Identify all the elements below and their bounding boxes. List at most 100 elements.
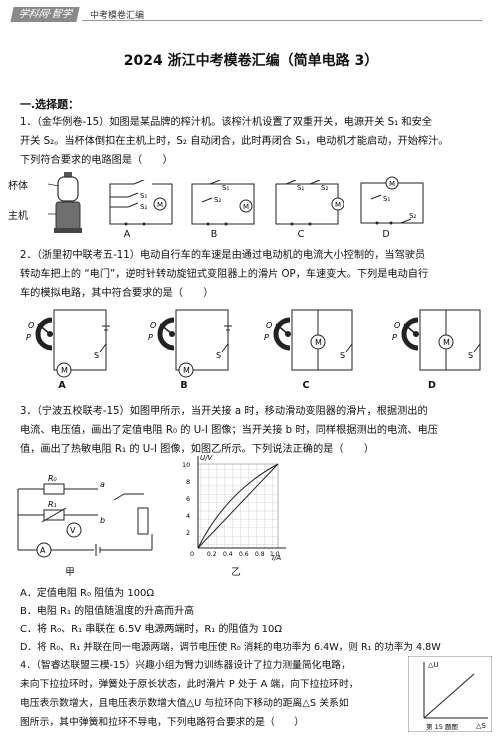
svg-text:R₀: R₀ <box>48 474 58 483</box>
q3-graph-xtick: 0.8 <box>255 551 265 558</box>
q3-option-d: D．将 R₀、R₁ 并联在同一电源两端，调节电压使 R₀ 消耗的电功率为 6.4… <box>20 642 441 653</box>
q1-line2: 开关 S₂。当杯体倒扣在主机上时，S₂ 自动闭合，此时再闭合 S₁，电动机才能启… <box>20 136 449 147</box>
svg-text:O: O <box>28 321 34 330</box>
q1-circuit-b: S₁ S₂ M <box>191 180 255 226</box>
q3-graph-xlabel: I/A <box>272 554 281 562</box>
q1-circuit-d: M S₁ S₂ <box>360 176 424 225</box>
q3-graph-yi: U/V I/A 10 8 6 4 2 0 0.2 0.4 0.6 0.8 1.0 <box>182 454 286 562</box>
svg-text:S: S <box>468 351 473 360</box>
q4-graph-ylabel: △U <box>428 661 439 669</box>
svg-text:R₁: R₁ <box>48 500 57 509</box>
svg-text:S: S <box>340 351 345 360</box>
q3-graph-ytick: 10 <box>182 461 190 469</box>
q2-option-b-label: B <box>180 380 188 391</box>
q3-graph-ytick: 2 <box>186 529 190 537</box>
q1-line3: 下列符合要求的电路图是（ ） <box>20 155 173 166</box>
q2-line3: 车的模拟电路，其中符合要求的是（ ） <box>20 288 214 299</box>
svg-text:S₁: S₁ <box>383 195 390 203</box>
svg-text:S₂: S₂ <box>321 184 328 192</box>
q2-option-a-label: A <box>58 380 66 391</box>
q3-fig-jia-label: 甲 <box>65 567 75 578</box>
svg-text:b: b <box>100 516 105 525</box>
svg-text:M: M <box>443 338 450 347</box>
q1-option-c-label: C <box>297 229 305 240</box>
q3-fig-yi-label: 乙 <box>231 567 241 578</box>
q3-graph-xtick: 0.2 <box>207 551 217 558</box>
svg-text:M: M <box>335 201 341 209</box>
q2-option-c-label: C <box>302 380 310 391</box>
q4-graph-xlabel: △S <box>476 722 486 730</box>
q1-line1: 1．（金华例卷-15）如图是某品牌的榨汁机。该榨汁机设置了双重开关，电源开关 S… <box>20 117 432 128</box>
q3-line2: 电流、电压值，画出了定值电阻 R₀ 的 U-I 图像；当开关接 b 时，同样根据… <box>20 425 438 436</box>
svg-text:M: M <box>157 201 163 209</box>
q2-circuit-b: OP M S <box>148 309 232 378</box>
cup-label: 杯体 <box>8 181 28 192</box>
svg-text:O: O <box>150 321 156 330</box>
q3-option-a: A．定值电阻 R₀ 阻值为 100Ω <box>20 588 155 599</box>
svg-text:P: P <box>148 333 153 342</box>
q1-option-b-label: B <box>210 229 218 240</box>
q1-text: 1．（金华例卷-15）如图是某品牌的榨汁机。该榨汁机设置了双重开关，电源开关 S… <box>20 113 490 170</box>
svg-text:M: M <box>315 338 322 347</box>
svg-text:S: S <box>94 351 99 360</box>
q2-line1: 2．（浙里初中联考五-11）电动自行车的车速是由通过电动机的电流大小控制的，当驾… <box>20 250 426 261</box>
q1-circuit-a: M S₁ S₂ <box>109 180 173 226</box>
q2-circuit-a: OP M S <box>26 309 110 378</box>
svg-text:S₂: S₂ <box>409 212 416 220</box>
svg-text:S₁: S₁ <box>222 184 229 192</box>
q3-graph-ytick: 6 <box>186 495 190 503</box>
svg-text:M: M <box>183 366 190 375</box>
q4-line2: 未向下拉拉环时，弹簧处于原长状态，此时滑片 P 处于 A 端，向下拉拉环时， <box>20 679 359 690</box>
q3-text: 3．（宁波五校联考-15）如图甲所示，当开关接 a 时，移动滑动变阻器的滑片，根… <box>20 402 490 459</box>
q3-line3: 值，画出了热敏电阻 R₁ 的 U-I 图像，如图乙所示。下列说法正确的是（ ） <box>20 444 375 455</box>
q3-graph-xtick: 0.6 <box>239 551 249 558</box>
q3-graph-xtick: 0.4 <box>223 551 233 558</box>
q3-line1: 3．（宁波五校联考-15）如图甲所示，当开关接 a 时，移动滑动变阻器的滑片，根… <box>20 406 428 417</box>
svg-text:O: O <box>266 321 272 330</box>
svg-text:M: M <box>61 366 68 375</box>
main-label: 主机 <box>8 211 28 222</box>
q2-text: 2．（浙里初中联考五-11）电动自行车的车速是由通过电动机的电流大小控制的，当驾… <box>20 246 490 303</box>
q2-line2: 转动车把上的 “电门”，逆时针转动旋钮式变阻器上的滑片 OP，车速变大。下列是电… <box>20 269 429 280</box>
q3-circuit-jia: R₀ R₁ a b V A <box>17 474 153 558</box>
q3-graph-xtick: 1.0 <box>270 551 280 558</box>
juicer-figure <box>47 172 82 233</box>
q1-option-d-label: D <box>382 229 390 240</box>
q2-option-d-label: D <box>428 380 436 391</box>
q3-graph-ytick: 4 <box>186 512 190 520</box>
svg-text:a: a <box>100 480 105 489</box>
svg-text:A: A <box>40 546 46 555</box>
q4-graph-caption: 第 15 题图 <box>426 722 458 731</box>
q2-circuit-d: OP M S <box>392 309 481 371</box>
svg-text:M: M <box>243 203 249 211</box>
q4-line1: 4．（智睿达联盟三模-15）兴趣小组为臂力训练器设计了拉力测量简化电路， <box>20 660 351 671</box>
header-divider <box>82 20 482 21</box>
header-subtitle: 中考模卷汇编 <box>90 11 145 21</box>
svg-text:P: P <box>26 333 31 342</box>
svg-text:P: P <box>264 333 269 342</box>
q3-option-b: B．电阻 R₁ 的阻值随温度的升高而升高 <box>20 606 195 617</box>
q3-graph-ytick: 8 <box>186 478 190 486</box>
svg-text:O: O <box>394 321 400 330</box>
svg-text:S₁: S₁ <box>140 192 147 200</box>
svg-text:M: M <box>389 180 395 188</box>
q4-line4: 图所示，其中弹簧和拉环不导电，下列电路符合要求的是（ ） <box>20 717 305 728</box>
svg-text:S₂: S₂ <box>214 196 221 204</box>
q3-option-c: C．将 R₀、R₁ 串联在 6.5V 电源两端时，R₁ 的阻值为 10Ω <box>20 624 283 635</box>
q4-graph: △U △S 第 15 题图 <box>408 656 492 732</box>
q1-circuit-c: S₁ S₂ M <box>275 180 344 226</box>
svg-text:V: V <box>70 526 76 535</box>
q3-graph-ylabel: U/V <box>200 454 213 462</box>
q4-line3: 电压表示数增大，且电压表示数增大值△U 与拉环向下移动的距离△S 关系如 <box>20 698 349 709</box>
svg-text:S: S <box>216 351 221 360</box>
svg-text:S₁: S₁ <box>297 184 304 192</box>
svg-text:S₂: S₂ <box>140 203 147 211</box>
header-logo: 学科网·智学 <box>10 7 80 22</box>
q2-circuit-c: OP M S <box>264 309 353 371</box>
page-title: 2024 浙江中考模卷汇编（简单电路 3） <box>123 53 379 69</box>
q4-text: 4．（智睿达联盟三模-15）兴趣小组为臂力训练器设计了拉力测量简化电路， 未向下… <box>20 656 410 732</box>
svg-text:P: P <box>392 333 397 342</box>
section-heading: 一.选择题： <box>20 98 80 111</box>
q3-graph-origin: 0 <box>190 550 194 558</box>
q1-option-a-label: A <box>123 229 131 240</box>
